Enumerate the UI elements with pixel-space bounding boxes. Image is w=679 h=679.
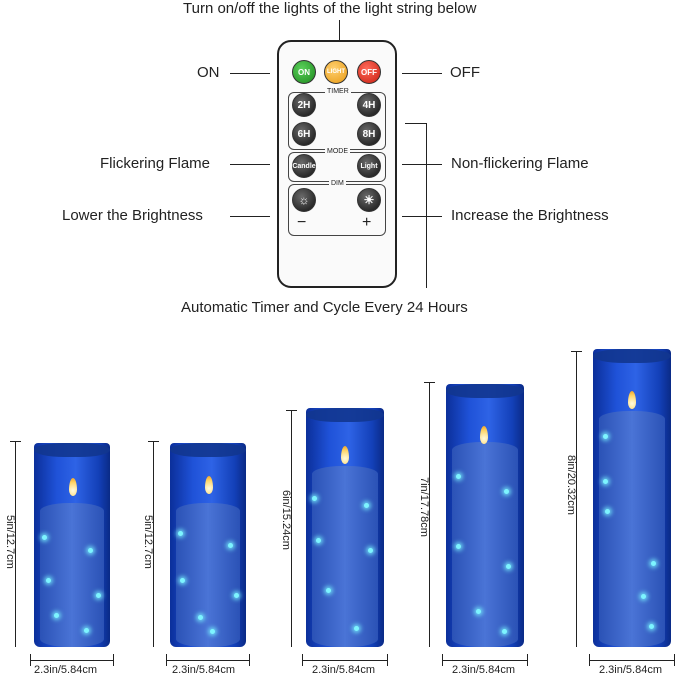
increase-leader: [402, 216, 442, 217]
height-label-4: 7in/17.78cm: [418, 477, 430, 537]
width-label-3: 2.3in/5.84cm: [312, 664, 375, 676]
candle-mode-button[interactable]: Candle: [292, 154, 316, 178]
width-marker-1: [30, 660, 114, 661]
flame-icon: [628, 391, 636, 409]
timer-8h-button[interactable]: 8H: [357, 122, 381, 146]
candle-4: [446, 384, 524, 647]
lower-brightness-label: Lower the Brightness: [62, 207, 203, 224]
height-label-1: 5in/12.7cm: [4, 515, 16, 569]
height-marker-2: [153, 441, 154, 647]
timer-6h-button[interactable]: 6H: [292, 122, 316, 146]
height-label-2: 5in/12.7cm: [142, 515, 154, 569]
dim-section: DIM: [288, 180, 386, 236]
lower-leader: [230, 216, 270, 217]
width-label-5: 2.3in/5.84cm: [599, 664, 662, 676]
timer-bracket-top: [405, 123, 427, 124]
width-marker-4: [442, 660, 528, 661]
off-label: OFF: [450, 64, 480, 81]
flame-icon: [205, 476, 213, 494]
minus-sign: −: [297, 214, 307, 231]
dim-label: DIM: [329, 180, 346, 187]
mode-label: MODE: [325, 148, 350, 155]
timer-2h-button[interactable]: 2H: [292, 93, 316, 117]
top-caption-leader: [339, 20, 340, 40]
height-marker-3: [291, 410, 292, 647]
dim-increase-button[interactable]: ☀: [357, 188, 381, 212]
height-label-3: 6in/15.24cm: [280, 490, 292, 550]
flame-icon: [341, 446, 349, 464]
candle-2: [170, 443, 246, 647]
non-flickering-leader: [402, 164, 442, 165]
width-marker-3: [302, 660, 388, 661]
width-label-4: 2.3in/5.84cm: [452, 664, 515, 676]
flickering-leader: [230, 164, 270, 165]
plus-sign: +: [362, 214, 372, 231]
timer-bracket-vertical: [426, 123, 427, 288]
width-label-2: 2.3in/5.84cm: [172, 664, 235, 676]
sun-dim-icon: ☼: [298, 193, 310, 207]
light-button[interactable]: LIGHT: [324, 60, 348, 84]
width-label-1: 2.3in/5.84cm: [34, 664, 97, 676]
light-mode-button[interactable]: Light: [357, 154, 381, 178]
flame-icon: [69, 478, 77, 496]
timer-label: TIMER: [325, 88, 351, 95]
on-button[interactable]: ON: [292, 60, 316, 84]
sun-bright-icon: ☀: [363, 193, 375, 207]
candle-5: [593, 349, 671, 647]
height-label-5: 8in/20.32cm: [565, 455, 577, 515]
timer-4h-button[interactable]: 4H: [357, 93, 381, 117]
remote-control: ON LIGHT OFF TIMER 2H 4H 6H 8H MODE Cand…: [277, 40, 397, 288]
dim-lower-button[interactable]: ☼: [292, 188, 316, 212]
candle-3: [306, 408, 384, 647]
bottom-caption: Automatic Timer and Cycle Every 24 Hours: [181, 299, 468, 316]
top-caption: Turn on/off the lights of the light stri…: [183, 0, 477, 17]
increase-brightness-label: Increase the Brightness: [451, 207, 609, 224]
off-button[interactable]: OFF: [357, 60, 381, 84]
height-marker-5: [576, 351, 577, 647]
width-marker-5: [589, 660, 675, 661]
non-flickering-label: Non-flickering Flame: [451, 155, 589, 172]
width-marker-2: [166, 660, 250, 661]
on-leader: [230, 73, 270, 74]
candle-1: [34, 443, 110, 647]
flame-icon: [480, 426, 488, 444]
on-label: ON: [197, 64, 220, 81]
height-marker-4: [429, 382, 430, 647]
height-marker-1: [15, 441, 16, 647]
flickering-label: Flickering Flame: [100, 155, 211, 172]
off-leader: [402, 73, 442, 74]
